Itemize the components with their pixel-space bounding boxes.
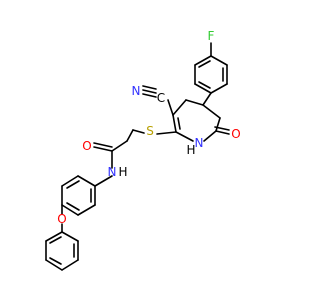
amide-oxygen: O [82,139,91,153]
bond [93,146,113,152]
bond [210,55,228,66]
bond [77,175,96,187]
bond [45,231,63,242]
atom-labels: F N C N H O S O N H O [57,29,240,226]
bond [93,142,113,148]
bond [203,130,217,142]
fluorine-atom: F [208,29,215,43]
nitrile-carbon: C [157,91,165,105]
bond [156,131,177,135]
bond [215,130,230,135]
bond [198,60,211,68]
bonds [45,42,230,271]
bond [167,99,174,116]
bond [172,114,177,133]
bond [214,126,230,131]
ether-oxygen: O [57,212,66,226]
amide-nitrogen: N [108,165,117,179]
nitrile-nitrogen: N [132,84,141,98]
ring-nitrogen: N [195,136,204,150]
ketone-oxygen: O [231,127,240,141]
bond [215,117,221,132]
bond [202,92,212,106]
molecule-drawing: F N C N H O S O N H O [45,29,241,271]
bond [61,259,79,271]
bond [111,140,128,152]
bond [185,99,204,106]
bond [61,175,79,187]
bond [61,204,79,216]
bond [142,85,157,90]
ring-hydrogen: H [186,143,195,157]
bond [142,93,157,98]
bond [175,131,194,142]
bond [194,55,212,66]
bond [126,129,134,142]
bond [66,180,80,189]
bond [198,81,211,89]
bond [210,83,228,94]
bond [172,99,187,116]
bond [202,104,221,119]
bond [45,259,63,271]
bond [61,231,79,242]
bond [94,175,113,187]
sulfur-atom: S [146,124,154,138]
bond [49,257,62,265]
bond [177,117,181,130]
structure-canvas: F N C N H O S O N H O [45,29,241,271]
bond [132,129,145,134]
amide-hydrogen: H [118,165,127,179]
bond [194,83,212,94]
bond [66,202,80,211]
bond [49,236,62,244]
bond [142,89,157,94]
bond [77,204,96,216]
